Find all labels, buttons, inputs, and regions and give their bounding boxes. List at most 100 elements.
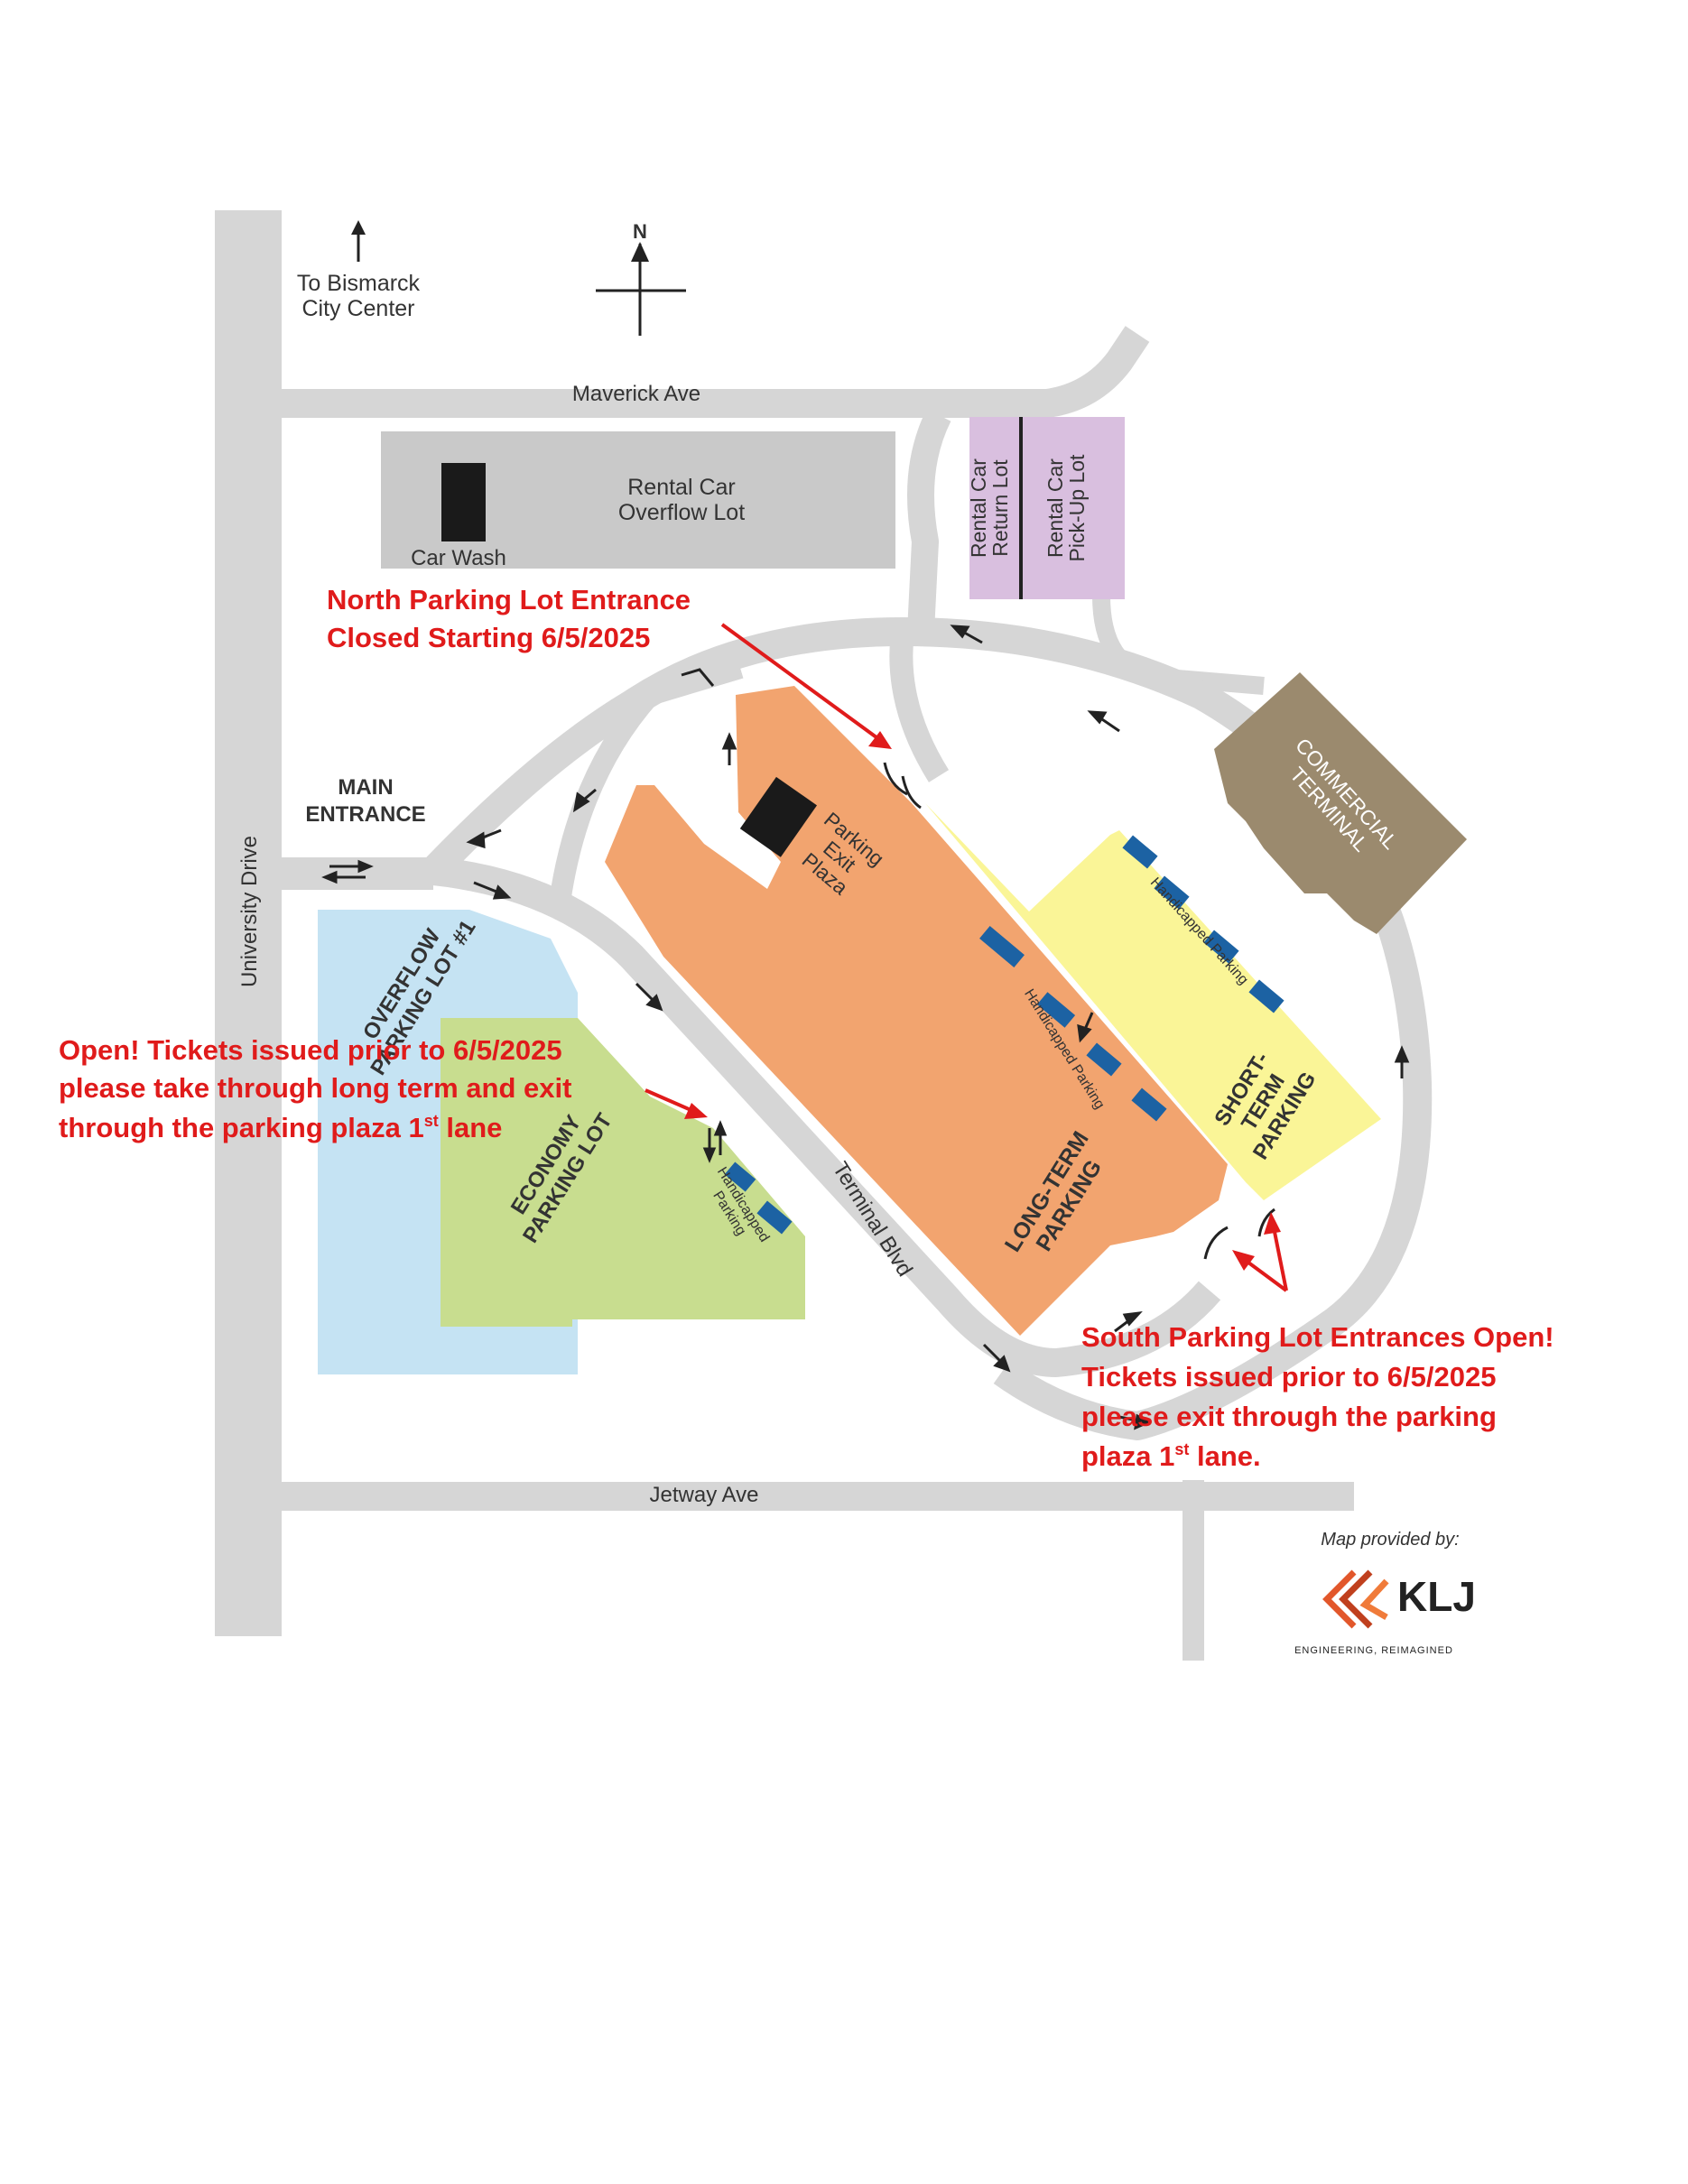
car-wash-building xyxy=(441,463,486,541)
rental-overflow-label-2: Overflow Lot xyxy=(618,500,745,525)
north-notice-line-1: North Parking Lot Entrance xyxy=(327,584,691,615)
handicapped-stall xyxy=(1122,835,1158,869)
handicapped-stall xyxy=(1248,979,1285,1013)
university-drive-label: University Drive xyxy=(237,836,262,987)
open-notice: Open! Tickets issued prior to 6/5/2025 p… xyxy=(59,1034,708,1143)
jetway-ave-road xyxy=(280,1482,1354,1511)
car-wash-label: Car Wash xyxy=(411,546,506,570)
south-notice-line-4-main: plaza 1 xyxy=(1081,1440,1174,1472)
open-notice-arrow xyxy=(645,1088,696,1114)
rental-pickup-label: Rental Car Pick-Up Lot xyxy=(1043,454,1089,561)
north-notice-line-2: Closed Starting 6/5/2025 xyxy=(327,622,650,653)
entrance-turn-arrow-icon xyxy=(681,668,715,687)
rental-overflow-lot-notch xyxy=(505,420,862,431)
south-notice: South Parking Lot Entrances Open! Ticket… xyxy=(1081,1212,1554,1472)
north-lot-entrance-road xyxy=(889,630,950,782)
traffic-arrow-icon xyxy=(982,1343,1011,1373)
open-notice-arrowhead-icon xyxy=(684,1103,708,1119)
klj-tagline-label: ENGINEERING, REIMAGINED xyxy=(1294,1645,1453,1656)
road-network xyxy=(215,210,1433,1661)
traffic-arrow-icon xyxy=(950,625,983,644)
maverick-ave-label: Maverick Ave xyxy=(572,382,700,406)
handicapped-stall xyxy=(1154,875,1190,910)
south-notice-ordinal: st xyxy=(1174,1440,1189,1458)
south-notice-line-1: South Parking Lot Entrances Open! xyxy=(1081,1321,1554,1353)
jetway-ave-label: Jetway Ave xyxy=(650,1483,759,1507)
main-entrance-road xyxy=(280,857,433,890)
rental-return-label-1: Rental Car xyxy=(967,458,990,558)
rental-return-label-2: Return Lot xyxy=(988,459,1012,557)
commercial-terminal-building xyxy=(1214,672,1467,934)
university-drive-road xyxy=(215,210,282,1636)
traffic-arrow-icon xyxy=(721,732,737,765)
short-term-lot-area xyxy=(925,803,1381,1200)
rental-pickup-lot-area xyxy=(1021,417,1125,599)
map-credit: Map provided by: KLJ ENGINEERING, REIMAG… xyxy=(1294,1530,1476,1656)
map-provided-by-label: Map provided by: xyxy=(1321,1530,1459,1550)
rental-overflow-label-1: Rental Car xyxy=(627,475,736,500)
open-notice-line-3: through the parking plaza 1st lane xyxy=(59,1112,502,1143)
north-compass: N xyxy=(596,220,686,336)
terminal-blvd-road xyxy=(431,856,1221,1377)
parking-exit-plaza-booth xyxy=(739,776,818,857)
handicapped-stall xyxy=(979,926,1025,967)
north-notice-arrow xyxy=(720,623,882,742)
north-arrow-icon xyxy=(631,242,649,262)
curve-arrow-icon xyxy=(1257,1208,1275,1237)
south-notice-line-4: plaza 1st lane. xyxy=(1081,1440,1261,1472)
bismarck-label-line-2: City Center xyxy=(301,296,414,321)
main-entrance-label-1: MAIN xyxy=(338,775,393,800)
traffic-arrow-icon xyxy=(473,881,512,900)
south-notice-arrowhead-left-icon xyxy=(1232,1250,1255,1271)
north-notice-arrowhead-icon xyxy=(868,731,892,749)
handicapped-stall xyxy=(1203,930,1239,964)
long-term-lot-area xyxy=(605,686,1228,1336)
curve-arrow-icon xyxy=(901,775,922,810)
maverick-ave-road xyxy=(280,326,1150,418)
rental-pickup-label-2: Pick-Up Lot xyxy=(1065,454,1089,561)
bismarck-direction: To Bismarck City Center xyxy=(297,220,421,321)
south-notice-arrowhead-right-icon xyxy=(1264,1212,1281,1235)
open-notice-line-3-end: lane xyxy=(439,1112,503,1143)
traffic-arrow-icon xyxy=(1118,1413,1152,1430)
handicapped-stall xyxy=(724,1161,756,1192)
south-notice-line-3: please exit through the parking xyxy=(1081,1401,1497,1432)
plaza-loop-road xyxy=(549,657,744,904)
open-notice-line-3-main: through the parking plaza 1 xyxy=(59,1112,424,1143)
handicapped-stall xyxy=(1131,1087,1167,1122)
traffic-arrow-icon xyxy=(466,828,502,849)
main-entrance-label-2: ENTRANCE xyxy=(305,802,425,827)
south-notice-line-4-end: lane. xyxy=(1189,1440,1260,1472)
handicapped-stall xyxy=(756,1200,793,1235)
curve-arrow-icon xyxy=(883,762,908,796)
open-notice-line-1: Open! Tickets issued prior to 6/5/2025 xyxy=(59,1034,562,1066)
south-spur-road xyxy=(1183,1480,1204,1661)
handicapped-stall xyxy=(1086,1042,1122,1077)
klj-brand-label: KLJ xyxy=(1397,1573,1476,1620)
open-notice-line-2: please take through long term and exit xyxy=(59,1072,571,1104)
two-way-arrow-icon xyxy=(321,859,374,884)
north-label: N xyxy=(633,220,647,243)
up-arrow-icon xyxy=(351,220,366,235)
rental-return-lot-area xyxy=(969,417,1021,599)
curve-arrow-icon xyxy=(1203,1226,1229,1260)
traffic-arrows xyxy=(321,625,1410,1430)
two-way-arrow-icon xyxy=(702,1120,728,1163)
bismarck-label-line-1: To Bismarck xyxy=(297,271,421,296)
economy-lot-area xyxy=(441,1018,805,1327)
traffic-arrow-icon xyxy=(1087,710,1120,733)
rental-return-label: Rental Car Return Lot xyxy=(967,458,1012,558)
north-notice: North Parking Lot Entrance Closed Starti… xyxy=(327,584,892,749)
traffic-arrow-icon xyxy=(635,982,663,1012)
rental-connector-road xyxy=(907,409,951,633)
handicapped-stall xyxy=(1036,992,1076,1028)
traffic-arrow-icon xyxy=(572,788,597,813)
traffic-arrow-icon xyxy=(1114,1311,1143,1333)
handicapped-stalls xyxy=(724,835,1285,1235)
south-notice-line-2: Tickets issued prior to 6/5/2025 xyxy=(1081,1361,1496,1393)
klj-logo-chevrons-icon xyxy=(1322,1569,1389,1629)
traffic-arrow-icon xyxy=(1077,1012,1094,1043)
traffic-arrow-icon xyxy=(1394,1045,1410,1078)
rental-pickup-label-1: Rental Car xyxy=(1043,458,1067,558)
